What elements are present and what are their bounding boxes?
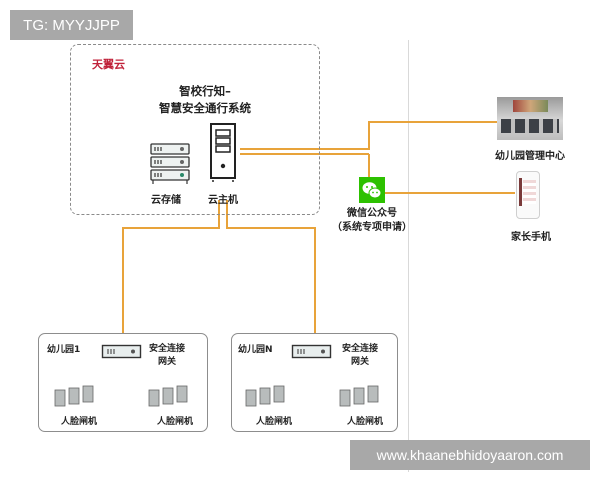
cloud-storage-icon	[150, 143, 190, 184]
watermark-top: TG: MYYJJPP	[10, 10, 133, 40]
zone-divider	[408, 40, 409, 472]
wechat-label: 微信公众号 （系统专项申请）	[332, 207, 412, 235]
gateway-n-icon	[291, 344, 332, 359]
kindergarten-1-box: 幼儿园1 安全连接 网关 人脸闸机 人脸闸机	[38, 333, 208, 432]
kindergarten-1-name: 幼儿园1	[47, 345, 81, 355]
watermark-bottom-text: www.khaanebhidoyaaron.com	[376, 447, 564, 463]
cloud-host-icon	[210, 123, 236, 182]
face-gates-1a-icon	[54, 385, 94, 407]
face-gate-na-label: 人脸闸机	[256, 417, 293, 427]
face-gate-nb-label: 人脸闸机	[347, 417, 384, 427]
gateway-1-label-line1: 安全连接	[149, 344, 186, 354]
cloud-host-label: 云主机	[208, 195, 238, 206]
face-gates-1b-icon	[148, 385, 188, 407]
face-gates-na-icon	[245, 385, 285, 407]
parent-phone-image	[516, 171, 540, 219]
watermark-top-text: TG: MYYJJPP	[23, 16, 120, 34]
system-title-line2: 智慧安全通行系统	[159, 101, 251, 115]
wechat-icon	[359, 177, 385, 203]
system-title: 智校行知– 智慧安全通行系统	[140, 83, 270, 117]
cloud-container	[70, 44, 320, 215]
gateway-1-label: 安全连接 网关	[149, 343, 185, 369]
face-gate-1a-label: 人脸闸机	[61, 417, 98, 427]
gateway-n-label-line1: 安全连接	[342, 344, 379, 354]
cloud-brand: 天翼云	[92, 58, 125, 71]
management-center-image	[497, 97, 563, 140]
kindergarten-n-name: 幼儿园N	[238, 345, 273, 355]
watermark-bottom: www.khaanebhidoyaaron.com	[350, 440, 590, 470]
gateway-1-icon	[101, 344, 142, 359]
wechat-label-line1: 微信公众号	[347, 208, 397, 219]
line-host-to-center	[240, 121, 497, 150]
line-host-to-kgn	[226, 200, 316, 333]
management-center-label: 幼儿园管理中心	[495, 151, 565, 162]
kindergarten-n-box: 幼儿园N 安全连接 网关 人脸闸机 人脸闸机	[231, 333, 398, 432]
system-title-line1: 智校行知–	[179, 84, 231, 98]
face-gate-1b-label: 人脸闸机	[157, 417, 194, 427]
gateway-n-label-line2: 网关	[351, 357, 370, 367]
parent-phone-label: 家长手机	[511, 232, 551, 243]
face-gates-nb-icon	[339, 385, 379, 407]
gateway-n-label: 安全连接 网关	[342, 343, 378, 369]
gateway-1-label-line2: 网关	[158, 357, 177, 367]
wechat-label-line2: （系统专项申请）	[332, 222, 412, 233]
line-host-to-kg1	[122, 200, 220, 333]
cloud-storage-label: 云存储	[151, 195, 181, 206]
